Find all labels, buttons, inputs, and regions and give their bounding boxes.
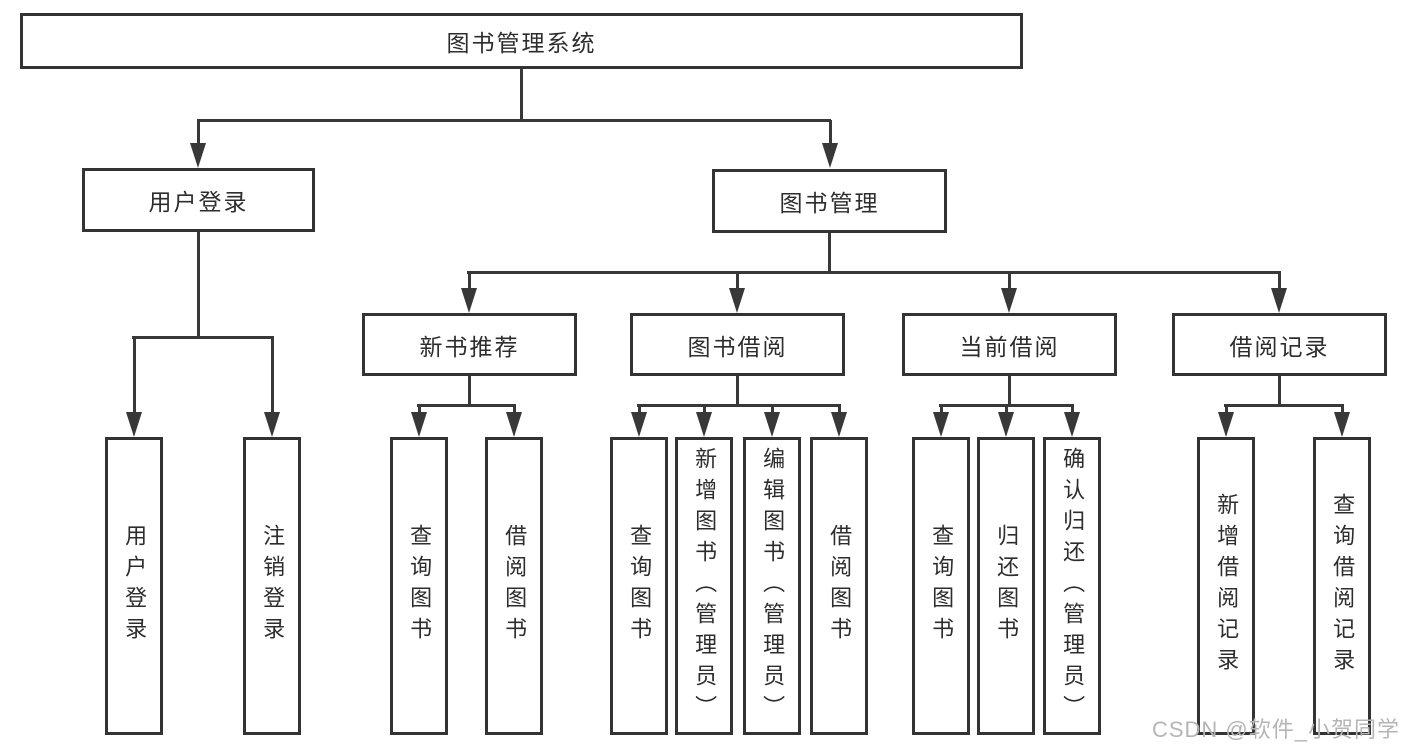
connector-line (132, 335, 274, 339)
connector-arrowhead (506, 412, 522, 437)
connector-line (1007, 374, 1011, 407)
connector-line (270, 337, 274, 417)
node-new-book-recommend: 新书推荐 (362, 313, 577, 376)
connector-arrowhead (1271, 288, 1287, 313)
connector-arrowhead (998, 412, 1014, 437)
connector-line (828, 120, 832, 148)
connector-line (519, 67, 523, 122)
connector-line (770, 405, 774, 418)
node-current-borrow: 当前借阅 (902, 313, 1117, 376)
connector-arrowhead (1218, 412, 1234, 437)
connector-arrowhead (933, 412, 949, 437)
watermark: CSDN @软件_小贺同学 (1151, 717, 1400, 742)
leaf-return-book: 归还图书 (977, 437, 1035, 735)
connector-line (637, 403, 841, 407)
connector-arrowhead (1001, 288, 1017, 313)
connector-line (1004, 405, 1008, 418)
connector-arrowhead (1064, 412, 1080, 437)
leaf-query-book-1: 查询图书 (390, 437, 448, 735)
leaf-borrow-book-1: 借阅图书 (485, 437, 543, 735)
node-book-management: 图书管理 (712, 169, 947, 233)
node-library-management-system: 图书管理系统 (20, 13, 1023, 69)
connector-line (827, 231, 831, 274)
connector-line (1277, 272, 1281, 294)
connector-arrowhead (831, 412, 847, 437)
connector-arrowhead (411, 412, 427, 437)
connector-arrowhead (631, 412, 647, 437)
connector-arrowhead (264, 412, 280, 437)
connector-line (196, 230, 200, 339)
connector-line (735, 272, 739, 294)
leaf-edit-book-admin: 编辑图书（管理员） (743, 437, 801, 735)
connector-line (939, 403, 1074, 407)
connector-arrowhead (696, 412, 712, 437)
connector-arrowhead (461, 288, 477, 313)
connector-line (939, 405, 943, 418)
connector-arrowhead (764, 412, 780, 437)
connector-line (837, 405, 841, 418)
node-user-login: 用户登录 (82, 168, 315, 232)
connector-line (132, 337, 136, 417)
connector-line (467, 374, 471, 407)
leaf-query-book-2: 查询图书 (610, 437, 668, 735)
connector-line (1277, 374, 1281, 407)
connector-line (417, 405, 421, 418)
connector-arrowhead (126, 412, 142, 437)
connector-line (735, 374, 739, 407)
connector-line (512, 405, 516, 418)
connector-line (196, 120, 200, 148)
leaf-add-book-admin: 新增图书（管理员） (675, 437, 733, 735)
connector-arrowhead (729, 288, 745, 313)
connector-line (702, 405, 706, 418)
connector-arrowhead (1334, 412, 1350, 437)
connector-line (1340, 405, 1344, 418)
connector-line (637, 405, 641, 418)
connector-line (1007, 272, 1011, 294)
connector-line (1224, 403, 1344, 407)
node-borrow-records: 借阅记录 (1172, 313, 1387, 376)
connector-line (1224, 405, 1228, 418)
leaf-query-book-3: 查询图书 (912, 437, 970, 735)
connector-line (467, 270, 1281, 274)
connector-line (417, 403, 516, 407)
leaf-confirm-return-admin: 确认归还（管理员） (1043, 437, 1101, 735)
leaf-borrow-book-2: 借阅图书 (810, 437, 868, 735)
leaf-add-borrow-record: 新增借阅记录 (1197, 437, 1255, 735)
connector-arrowhead (822, 143, 838, 168)
leaf-logout: 注销登录 (243, 437, 301, 735)
node-book-borrow: 图书借阅 (630, 313, 845, 376)
leaf-query-borrow-record: 查询借阅记录 (1313, 437, 1371, 735)
leaf-user-login: 用户登录 (105, 437, 163, 735)
connector-line (197, 118, 831, 122)
connector-line (467, 272, 471, 294)
connector-arrowhead (190, 143, 206, 168)
connector-line (1070, 405, 1074, 418)
